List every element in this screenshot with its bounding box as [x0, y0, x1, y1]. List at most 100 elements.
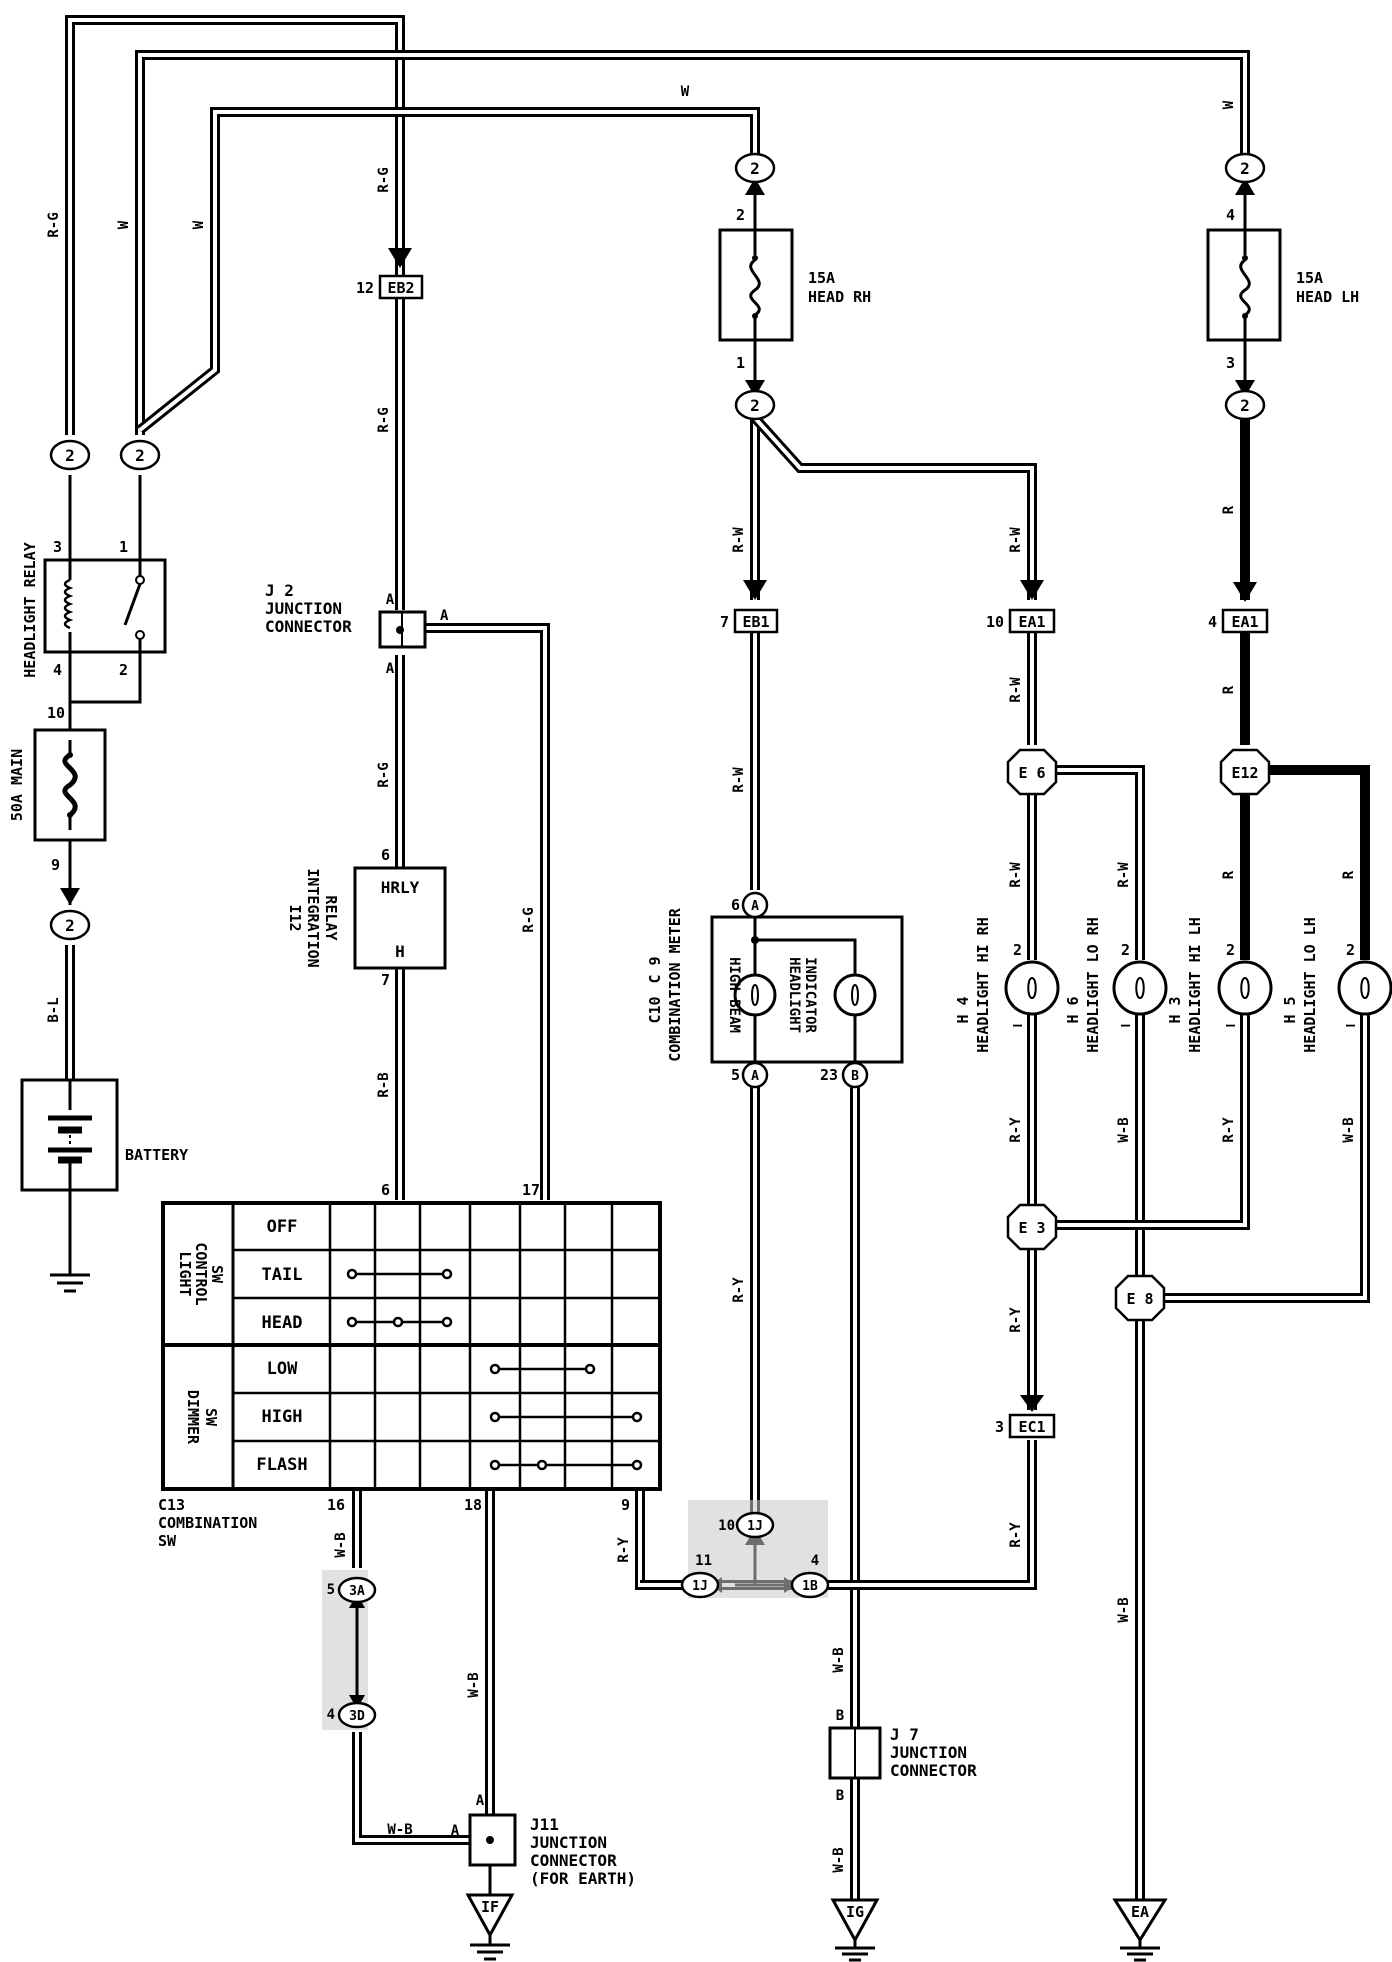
svg-text:E 8: E 8 — [1126, 1290, 1153, 1308]
svg-text:CONTROL: CONTROL — [192, 1242, 210, 1305]
svg-text:W-B: W-B — [831, 1647, 847, 1672]
svg-text:EB2: EB2 — [387, 279, 414, 297]
svg-text:B: B — [836, 1788, 844, 1804]
wire-rw-ea1 — [751, 414, 1037, 600]
svg-text:C10: C10 — [646, 996, 664, 1023]
svg-text:HEADLIGHT HI RH: HEADLIGHT HI RH — [974, 917, 992, 1052]
svg-text:A: A — [386, 661, 395, 677]
svg-text:IF: IF — [481, 1898, 499, 1916]
svg-text:HIGH: HIGH — [262, 1407, 303, 1427]
svg-text:2: 2 — [135, 446, 145, 465]
svg-text:50A MAIN: 50A MAIN — [8, 749, 26, 821]
svg-text:E 3: E 3 — [1018, 1219, 1045, 1237]
svg-text:2: 2 — [1240, 159, 1250, 178]
svg-text:R-Y: R-Y — [1008, 1522, 1024, 1548]
svg-text:HEADLIGHT HI LH: HEADLIGHT HI LH — [1186, 917, 1204, 1052]
svg-text:R-W: R-W — [731, 767, 747, 793]
svg-text:6: 6 — [381, 1181, 390, 1199]
svg-text:I12: I12 — [286, 904, 304, 931]
svg-text:R-W: R-W — [1008, 677, 1024, 703]
battery: BATTERY — [20, 1078, 188, 1293]
svg-text:LOW: LOW — [267, 1359, 298, 1379]
conn-ea1-lh: EA1 4 — [1208, 608, 1269, 634]
j7-junction-connector: B B J 7 JUNCTION CONNECTOR — [828, 1708, 977, 1804]
svg-text:W-B: W-B — [831, 1847, 847, 1872]
svg-text:HEADLIGHT LO RH: HEADLIGHT LO RH — [1084, 917, 1102, 1052]
svg-text:J 7: J 7 — [890, 1725, 919, 1744]
combination-switch-table: OFF TAIL HEAD LOW HIGH FLASH LIGHT CONTR… — [158, 1181, 662, 1550]
svg-text:HEADLIGHT RELAY: HEADLIGHT RELAY — [21, 542, 39, 677]
svg-text:BATTERY: BATTERY — [125, 1146, 188, 1164]
svg-text:HIGH BEAM: HIGH BEAM — [726, 957, 742, 1033]
wires — [60, 15, 1370, 1900]
svg-text:(FOR EARTH): (FOR EARTH) — [530, 1869, 636, 1888]
svg-text:TAIL: TAIL — [262, 1265, 303, 1285]
svg-text:R-Y: R-Y — [1008, 1307, 1024, 1333]
svg-text:C 9: C 9 — [646, 956, 664, 983]
svg-text:JUNCTION: JUNCTION — [265, 599, 342, 618]
svg-text:R-W: R-W — [1008, 862, 1024, 888]
svg-text:W-B: W-B — [1116, 1117, 1132, 1142]
svg-text:R: R — [1221, 685, 1237, 694]
j11-junction-connector: A A J11 JUNCTION CONNECTOR (FOR EARTH) — [451, 1793, 636, 1888]
svg-text:OFF: OFF — [267, 1217, 298, 1237]
svg-text:J11: J11 — [530, 1815, 559, 1834]
pin-4-1b: 4 — [811, 1553, 819, 1569]
svg-text:2: 2 — [1121, 941, 1130, 959]
conn-oval-relay1: 2 — [119, 439, 161, 471]
svg-text:17: 17 — [522, 1181, 540, 1199]
svg-text:EA1: EA1 — [1018, 613, 1045, 631]
svg-text:W-B: W-B — [387, 1822, 412, 1838]
svg-text:HEAD RH: HEAD RH — [808, 288, 871, 306]
svg-text:R-Y: R-Y — [616, 1537, 632, 1563]
conn-oval-rh-bot: 2 — [734, 389, 776, 421]
headlight-h6: 2 — H 6 HEADLIGHT LO RH — [1064, 917, 1168, 1053]
svg-text:18: 18 — [464, 1496, 482, 1514]
svg-text:2: 2 — [65, 446, 75, 465]
svg-text:6: 6 — [381, 846, 390, 864]
svg-text:SW: SW — [208, 1265, 226, 1284]
wire-w-inner — [136, 107, 760, 434]
splice-e8: E 8 — [1114, 1274, 1166, 1322]
pin-5-3a: 5 — [327, 1582, 335, 1598]
svg-text:3: 3 — [995, 1418, 1004, 1436]
svg-text:4: 4 — [1208, 613, 1217, 631]
svg-text:16: 16 — [327, 1496, 345, 1514]
svg-text:2: 2 — [1240, 396, 1250, 415]
svg-text:R-W: R-W — [1116, 862, 1132, 888]
svg-text:R-G: R-G — [376, 167, 392, 192]
conn-ea1-rh: EA1 10 — [986, 608, 1056, 634]
svg-text:SW: SW — [158, 1532, 177, 1550]
conn-eb1: EB1 7 — [720, 608, 779, 634]
svg-text:A: A — [451, 1823, 460, 1839]
svg-text:W-B: W-B — [466, 1672, 482, 1697]
combination-meter: A 6 A 5 B 23 HIGH BEAM HEADLIGHT INDICAT… — [646, 891, 904, 1089]
svg-text:7: 7 — [720, 613, 729, 631]
splice-e3: E 3 — [1006, 1203, 1058, 1251]
svg-text:R: R — [1221, 870, 1237, 879]
svg-text:H: H — [395, 942, 405, 961]
svg-text:W-B: W-B — [1341, 1117, 1357, 1142]
svg-text:R-G: R-G — [46, 212, 62, 237]
svg-text:R: R — [1341, 870, 1357, 879]
ground-if: IF — [465, 1893, 515, 1961]
svg-text:2: 2 — [119, 661, 128, 679]
svg-text:W: W — [116, 220, 132, 229]
svg-text:R-Y: R-Y — [1008, 1117, 1024, 1143]
svg-text:15A: 15A — [808, 269, 835, 287]
svg-text:E12: E12 — [1231, 764, 1258, 782]
svg-text:A: A — [386, 592, 395, 608]
splices: E 6 E12 E 3 E 8 — [1006, 748, 1271, 1322]
svg-text:H 3: H 3 — [1166, 996, 1184, 1023]
svg-text:2: 2 — [65, 916, 75, 935]
conn-oval-1j-top: 1J — [735, 1511, 775, 1539]
svg-text:W-B: W-B — [1116, 1597, 1132, 1622]
svg-text:2: 2 — [750, 396, 760, 415]
svg-text:—: — — [1226, 1016, 1236, 1034]
conn-oval-battery: 2 — [49, 909, 91, 941]
i12-integration-relay: HRLY H 6 7 I12 INTEGRATION RELAY — [286, 846, 447, 989]
pin-4-3d: 4 — [327, 1707, 335, 1723]
conn-oval-relay3: 2 — [49, 439, 91, 471]
svg-text:—: — — [1121, 1016, 1131, 1034]
